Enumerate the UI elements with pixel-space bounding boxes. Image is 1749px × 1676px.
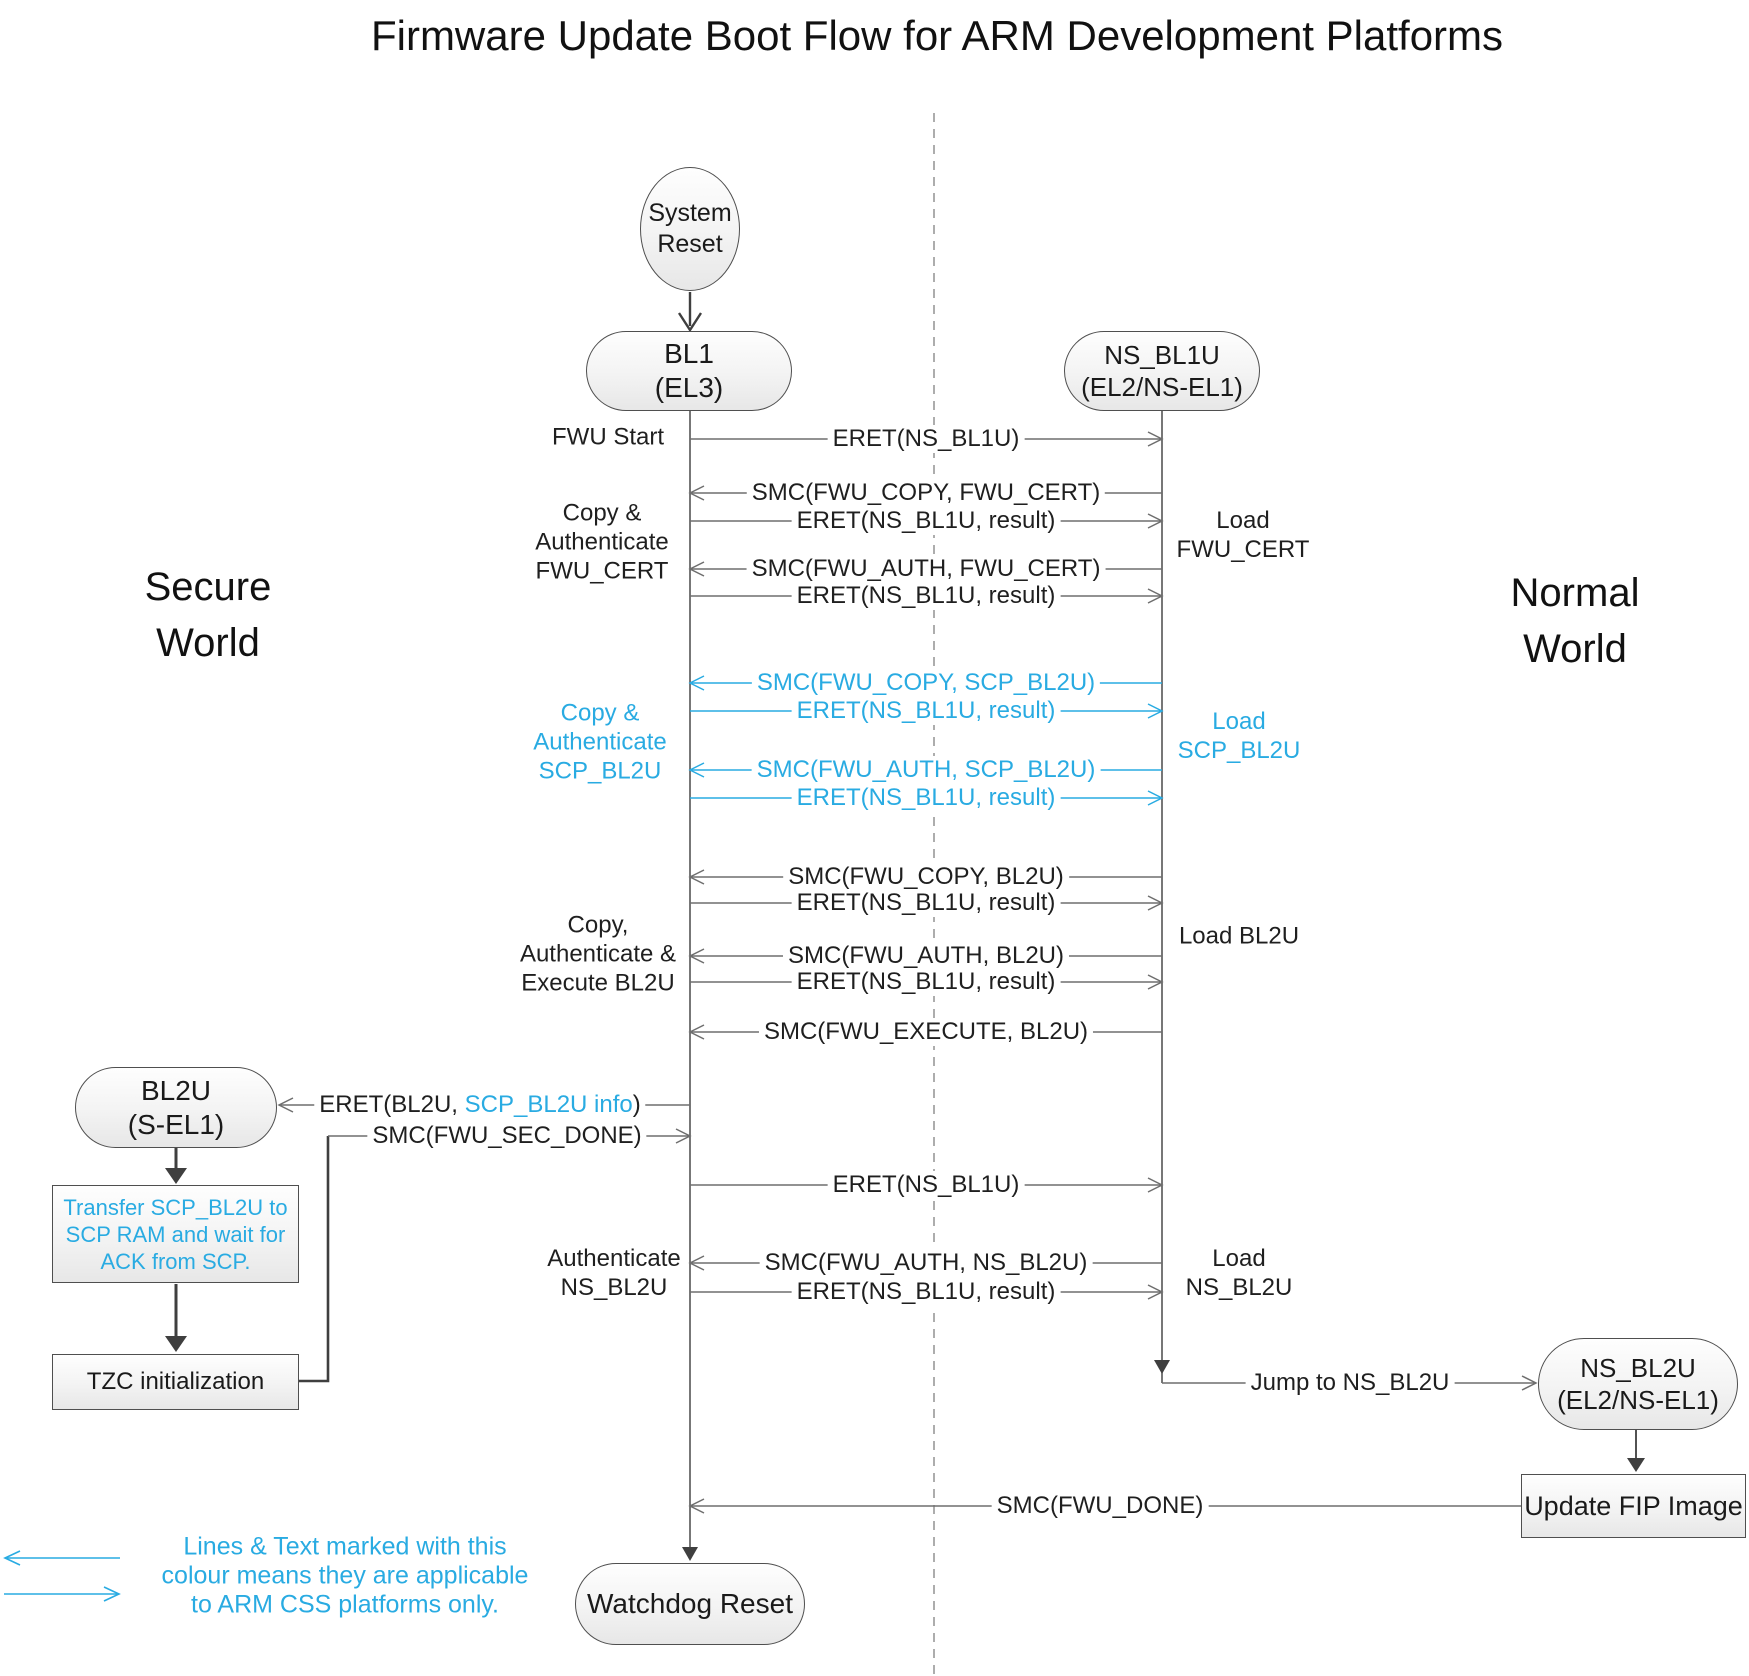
node-ns-bl1u: NS_BL1U (EL2/NS-EL1) [1064, 331, 1260, 411]
message-arrowhead [688, 869, 705, 885]
secure-world-label: Secure World [144, 565, 272, 665]
message-label: ERET(NS_BL1U, result) [791, 968, 1061, 996]
ns-bl1u-lifeline-arrowhead [1154, 1360, 1170, 1374]
message-arrowhead [688, 1255, 705, 1271]
message-label: ERET(NS_BL1U, result) [791, 582, 1061, 610]
message-label: SMC(FWU_AUTH, FWU_CERT) [746, 555, 1106, 583]
side-label: Copy,Authenticate &Execute BL2U [519, 911, 677, 997]
node-watchdog-reset: Watchdog Reset [575, 1563, 805, 1645]
message-label: SMC(FWU_AUTH, SCP_BL2U) [751, 756, 1101, 784]
legend-note: Lines & Text marked with this colour mea… [161, 1532, 529, 1619]
node-ns-bl2u: NS_BL2U (EL2/NS-EL1) [1538, 1338, 1738, 1430]
message-arrowhead [688, 561, 705, 577]
bl1-lifeline-arrowhead [682, 1547, 698, 1561]
ns-bl2u-to-fip-arrowhead [1627, 1458, 1645, 1472]
message-arrowhead [1147, 513, 1164, 529]
message-label: ERET(NS_BL1U, result) [791, 507, 1061, 535]
message-arrowhead [1147, 895, 1164, 911]
message-arrowhead [1147, 703, 1164, 719]
node-tzc-initialization: TZC initialization [52, 1354, 299, 1410]
message-label: SMC(FWU_SEC_DONE) [367, 1122, 647, 1150]
message-label: ERET(NS_BL1U) [827, 1171, 1025, 1199]
message-arrowhead [1147, 1284, 1164, 1300]
message-arrowhead [1147, 974, 1164, 990]
message-label: SMC(FWU_COPY, BL2U) [783, 863, 1069, 891]
message-label: SMC(FWU_AUTH, NS_BL2U) [759, 1249, 1093, 1277]
message-label: Jump to NS_BL2U [1245, 1369, 1455, 1397]
legend-left-arrowhead [3, 1550, 21, 1566]
message-label: SMC(FWU_EXECUTE, BL2U) [758, 1018, 1094, 1046]
message-arrowhead [688, 948, 705, 964]
message-arrowhead [1147, 1177, 1164, 1193]
message-arrowhead [675, 1128, 692, 1144]
message-arrowhead [688, 762, 705, 778]
message-label: SMC(FWU_COPY, FWU_CERT) [746, 479, 1106, 507]
normal-world-label: Normal World [1510, 571, 1640, 671]
message-label: ERET(NS_BL1U, result) [791, 1278, 1061, 1306]
message-label: SMC(FWU_COPY, SCP_BL2U) [751, 669, 1101, 697]
message-arrowhead [277, 1097, 294, 1113]
message-arrowhead [1147, 431, 1164, 447]
diagram-title: Firmware Update Boot Flow for ARM Develo… [370, 12, 1504, 59]
node-bl1: BL1 (EL3) [586, 331, 792, 411]
transfer-to-tzc-arrowhead [165, 1336, 187, 1352]
message-label: ERET(NS_BL1U, result) [791, 784, 1061, 812]
node-transfer-scp-bl2u: Transfer SCP_BL2U to SCP RAM and wait fo… [52, 1185, 299, 1283]
side-label: FWU Start [552, 423, 664, 451]
node-bl2u: BL2U (S-EL1) [75, 1067, 277, 1148]
message-label: SMC(FWU_DONE) [991, 1492, 1209, 1520]
message-label: ERET(BL2U, SCP_BL2U info) [314, 1091, 646, 1119]
bl2u-to-transfer-arrowhead [165, 1168, 187, 1184]
tzc-to-smc-connector [299, 1136, 330, 1383]
message-arrowhead [688, 675, 705, 691]
node-system-reset: System Reset [640, 167, 740, 291]
message-label: ERET(NS_BL1U) [827, 425, 1025, 453]
system-reset-to-bl1-arrowhead [677, 312, 703, 333]
side-label: Load BL2U [1178, 922, 1300, 950]
message-label: ERET(NS_BL1U, result) [791, 697, 1061, 725]
message-arrowhead [688, 485, 705, 501]
message-arrowhead [1521, 1375, 1538, 1391]
message-arrowhead [1147, 790, 1164, 806]
message-arrowhead [688, 1498, 705, 1514]
message-label: ERET(NS_BL1U, result) [791, 889, 1061, 917]
message-arrowhead [688, 1024, 705, 1040]
legend-right-arrowhead [103, 1586, 121, 1602]
node-update-fip-image: Update FIP Image [1521, 1474, 1746, 1538]
message-label: SMC(FWU_AUTH, BL2U) [782, 942, 1070, 970]
message-arrowhead [1147, 588, 1164, 604]
